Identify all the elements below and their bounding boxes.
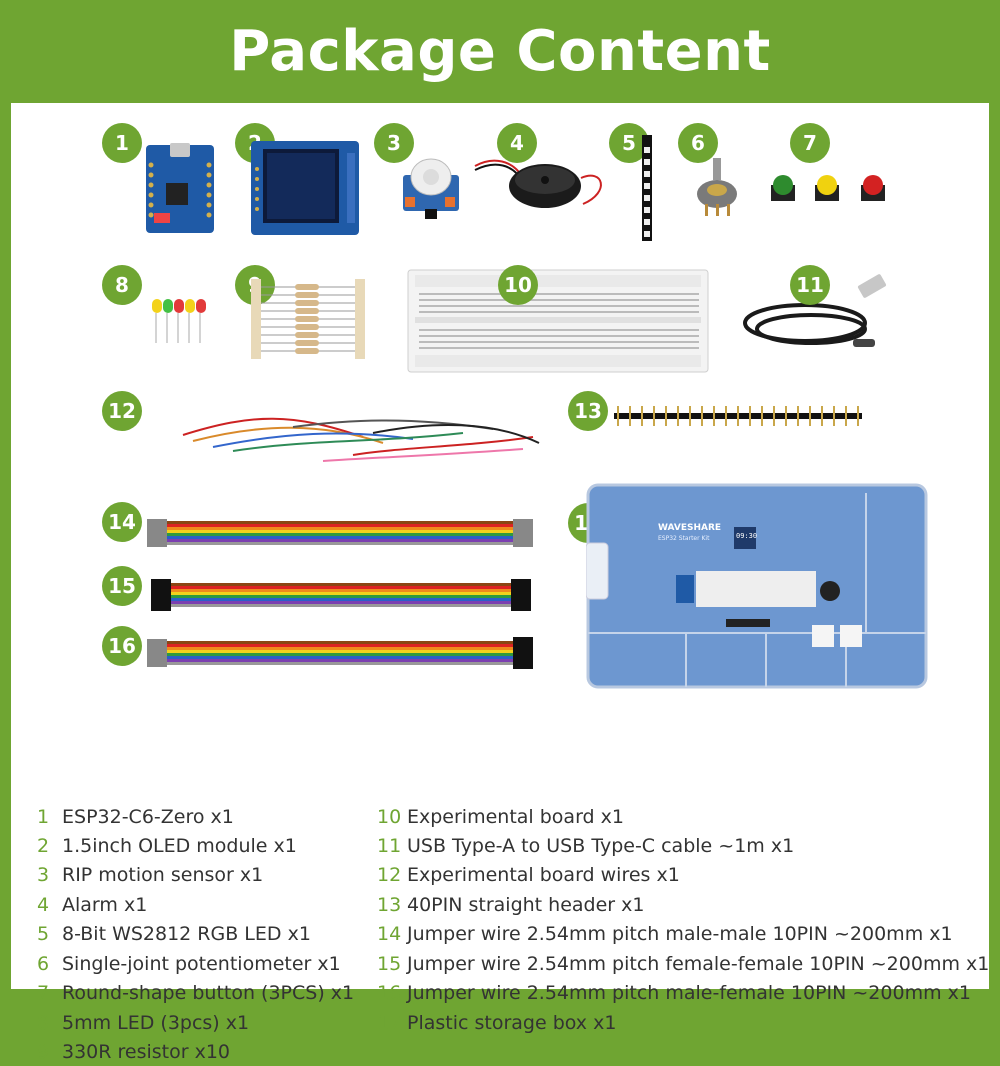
jumper-female-female-image <box>151 575 531 619</box>
list-item-text: Plastic storage box x1 <box>407 1012 617 1034</box>
ws2812-led-strip-image <box>639 133 655 247</box>
list-item-number: 11 <box>377 835 402 857</box>
pir-sensor-image <box>391 153 471 225</box>
list-item: 7 Round-shape button (3PCS) x1 <box>37 979 354 1007</box>
list-item-text: 5mm LED (3pcs) x1 <box>62 1012 250 1034</box>
title-bar: Package Content <box>0 0 1000 103</box>
item-badge-8: 8 <box>102 265 142 305</box>
item-badge-10: 10 <box>498 265 538 305</box>
list-item-number: 6 <box>37 953 50 975</box>
list-item-number: 8 <box>37 1012 50 1034</box>
list-item-text: Jumper wire 2.54mm pitch female-female 1… <box>407 953 990 975</box>
list-item-number: 4 <box>37 894 50 916</box>
list-item-text: USB Type-A to USB Type-C cable ~1m x1 <box>407 835 795 857</box>
list-item-number: 13 <box>377 894 402 916</box>
list-item-number: 15 <box>377 953 402 975</box>
list-item-text: Experimental board wires x1 <box>407 864 680 886</box>
item-badge-1: 1 <box>102 123 142 163</box>
storage-box-subtitle: ESP32 Starter Kit <box>658 535 710 542</box>
list-item-number: 7 <box>37 982 50 1004</box>
item-badge-12: 12 <box>102 391 142 431</box>
buzzer-image <box>473 148 613 222</box>
item-badge-4: 4 <box>497 123 537 163</box>
list-item-text: 8-Bit WS2812 RGB LED x1 <box>62 923 311 945</box>
list-item-text: Alarm x1 <box>62 894 148 916</box>
resistors-image <box>251 279 365 363</box>
esp32-board-image <box>144 143 216 239</box>
list-item-text: Experimental board x1 <box>407 806 624 828</box>
storage-box-brand: WAVESHARE <box>658 523 722 533</box>
list-item: 8 5mm LED (3pcs) x1 <box>37 1009 249 1037</box>
list-item-number: 14 <box>377 923 402 945</box>
item-badge-7: 7 <box>790 123 830 163</box>
storage-box-image: WAVESHARE ESP32 Starter Kit 09:30 <box>586 483 928 689</box>
list-item-text: Jumper wire 2.54mm pitch male-female 10P… <box>407 982 971 1004</box>
list-item: 3 RIP motion sensor x1 <box>37 861 263 889</box>
list-item-number: 12 <box>377 864 402 886</box>
pin-header-image <box>612 405 864 431</box>
item-badge-11: 11 <box>790 265 830 305</box>
list-item: 9 330R resistor x10 <box>37 1038 230 1066</box>
led-image <box>148 297 212 349</box>
breadboard-wires-image <box>173 403 547 477</box>
list-item: 4 Alarm x1 <box>37 891 147 919</box>
list-item-number: 10 <box>377 806 402 828</box>
usb-cable-image <box>735 273 891 363</box>
list-item: 6 Single-joint potentiometer x1 <box>37 950 341 978</box>
list-item: 2 1.5inch OLED module x1 <box>37 832 297 860</box>
breadboard-image <box>407 269 709 377</box>
item-badge-14: 14 <box>102 502 142 542</box>
list-item-number: 17 <box>377 1012 402 1034</box>
round-buttons-image <box>769 171 889 209</box>
jumper-male-female-image <box>147 633 533 677</box>
list-item-number: 3 <box>37 864 50 886</box>
list-item-text: Round-shape button (3PCS) x1 <box>62 982 355 1004</box>
potentiometer-image <box>691 158 743 222</box>
item-badge-6: 6 <box>678 123 718 163</box>
oled-module-image <box>249 139 361 241</box>
item-badge-15: 15 <box>102 566 142 606</box>
list-item: 1 ESP32-C6-Zero x1 <box>37 803 234 831</box>
list-item-number: 5 <box>37 923 50 945</box>
list-item-text: 1.5inch OLED module x1 <box>62 835 297 857</box>
item-badge-13: 13 <box>568 391 608 431</box>
list-item-number: 1 <box>37 806 50 828</box>
list-item-number: 16 <box>377 982 402 1004</box>
list-item-number: 9 <box>37 1041 50 1063</box>
item-badge-16: 16 <box>102 626 142 666</box>
content-panel: 1 2 3 <box>11 103 989 1063</box>
storage-box-clock: 09:30 <box>736 532 758 540</box>
list-item: 5 8-Bit WS2812 RGB LED x1 <box>37 920 311 948</box>
list-item-text: RIP motion sensor x1 <box>62 864 264 886</box>
list-item-text: Single-joint potentiometer x1 <box>62 953 341 975</box>
item-badge-3: 3 <box>374 123 414 163</box>
jumper-male-male-image <box>147 513 533 557</box>
list-item-text: ESP32-C6-Zero x1 <box>62 806 234 828</box>
list-item-text: Jumper wire 2.54mm pitch male-male 10PIN… <box>407 923 953 945</box>
list-item-number: 2 <box>37 835 50 857</box>
list-item-text: 40PIN straight header x1 <box>407 894 645 916</box>
list-item-text: 330R resistor x10 <box>62 1041 231 1063</box>
page-title: Package Content <box>229 19 771 84</box>
